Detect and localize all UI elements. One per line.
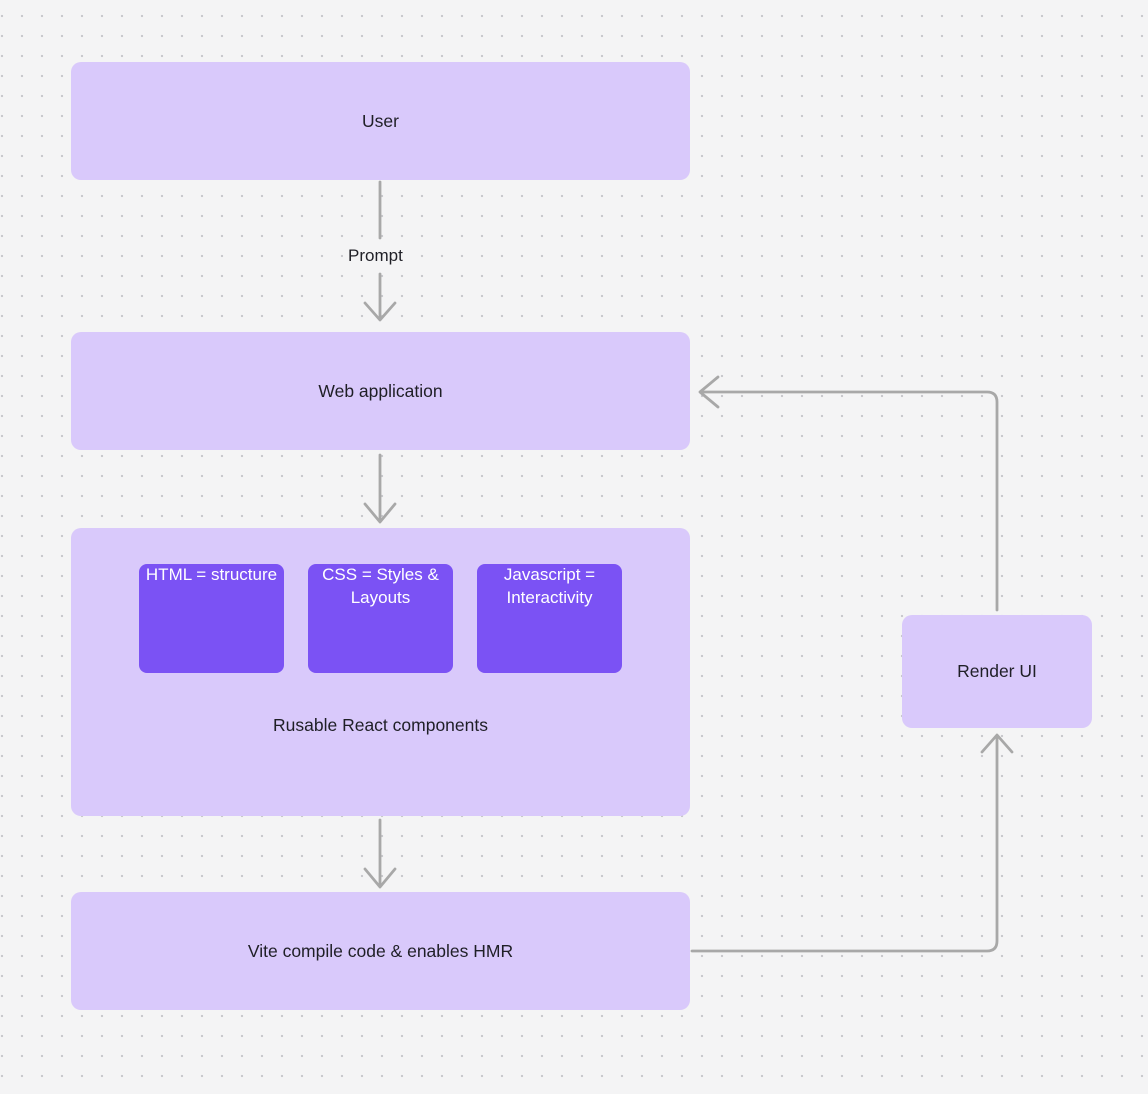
node-html-label-line2: structure — [210, 565, 278, 584]
node-react-caption: Rusable React components — [273, 715, 488, 735]
node-javascript-label-line1: Javascript = — [503, 565, 596, 584]
node-html[interactable]: HTML = structure — [139, 564, 284, 673]
react-inner-row: HTML = structure CSS = Styles & Layouts … — [71, 564, 690, 673]
node-html-label-line1: HTML = — [145, 565, 207, 584]
node-css-label-line1: CSS = Styles — [322, 565, 423, 584]
node-web-application-label: Web application — [318, 380, 443, 401]
node-user-label: User — [362, 110, 399, 131]
edge-vite-to-render-arrowhead — [980, 733, 1014, 754]
node-css[interactable]: CSS = Styles & Layouts — [308, 564, 453, 673]
node-javascript[interactable]: Javascript = Interactivity — [477, 564, 622, 673]
node-react-components[interactable]: HTML = structure CSS = Styles & Layouts … — [71, 528, 690, 816]
node-javascript-label-line2: Interactivity — [506, 587, 593, 607]
node-vite-label: Vite compile code & enables HMR — [247, 940, 514, 961]
edge-react-to-vite-arrowhead — [363, 867, 397, 889]
node-vite[interactable]: Vite compile code & enables HMR — [71, 892, 690, 1010]
edge-web-to-react-arrowhead — [363, 502, 397, 524]
edge-label-prompt: Prompt — [343, 246, 408, 266]
edge-render-to-web-arrowhead — [698, 375, 720, 409]
node-render-ui[interactable]: Render UI — [902, 615, 1092, 728]
edge-vite-to-render — [690, 735, 999, 953]
edge-render-to-web — [701, 390, 999, 612]
node-render-ui-label: Render UI — [957, 661, 1037, 682]
node-web-application[interactable]: Web application — [71, 332, 690, 450]
edge-user-to-web-arrowhead — [363, 301, 397, 322]
node-css-label-line2: & Layouts — [350, 565, 439, 607]
node-user[interactable]: User — [71, 62, 690, 180]
